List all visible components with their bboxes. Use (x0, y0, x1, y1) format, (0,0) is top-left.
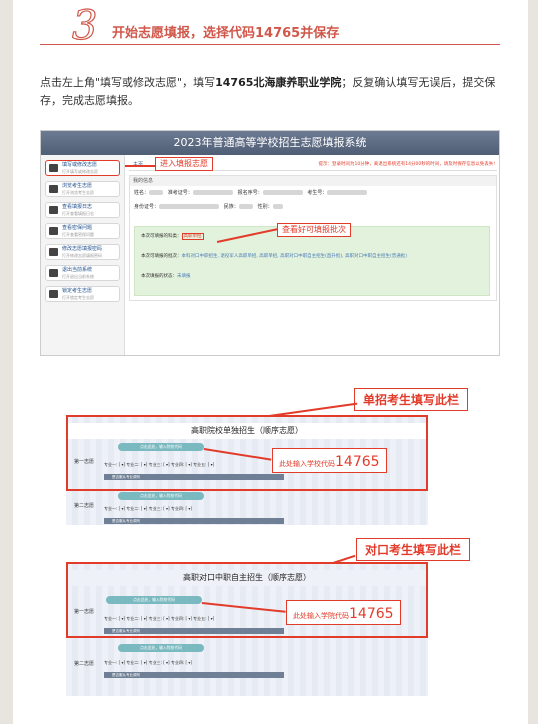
step-number: 3 (71, 3, 98, 49)
obey-adjust-bar-3[interactable]: 是否服从专业调剂 (104, 628, 284, 634)
instruction-text: 点击左上角"填写或修改志愿"，填写14765北海康养职业学院；反复确认填写无误后… (40, 74, 502, 110)
value: 本科对口中职招生, 退役军人高职单招, 高职单招, 高职对口中职自主招生(直升批… (181, 254, 407, 259)
major-select-row-1[interactable]: 专业一: [ ▾] 专业二: [ ▾] 专业三: [ ▾] 专业四: [ ▾] … (104, 462, 215, 467)
code-hint: 此处输入学校代码 (279, 460, 335, 468)
shield-icon (49, 290, 58, 298)
field-nation: 民族： (223, 204, 239, 210)
green-row-3: 本次填报的状态：未填报 (135, 267, 489, 287)
sidebar-item-label: 退出当前系统 (62, 267, 93, 273)
panel-title: 我的信息 (130, 176, 496, 186)
obey-adjust-bar-1[interactable]: 是否服从专业调剂 (104, 474, 284, 480)
code-value: 14765 (349, 606, 394, 622)
frame-right (528, 0, 538, 724)
sidebar-item-5[interactable]: 退出当前系统打开退出当前系统 (45, 265, 120, 281)
step-title: 开始志愿填报，选择代码14765并保存 (112, 26, 340, 41)
sidebar-item-4[interactable]: 修改志愿填报密码打开修改志愿填报密码 (45, 244, 120, 260)
sidebar-item-label: 浏览考生志愿 (62, 183, 93, 189)
school-code-input-2[interactable]: 点击此处，输入院校代码 (118, 492, 204, 500)
value: 高职单招 (181, 233, 204, 240)
sidebar-item-0[interactable]: 填写或修改志愿打开填写或修改志愿 (45, 160, 120, 176)
callout-enter: 进入填报志愿 (155, 157, 213, 171)
window-title: 2023年普通高等学校招生志愿填报系统 (41, 131, 499, 155)
monitor-icon (49, 185, 58, 193)
section1-title: 高职院校单独招生（顺序志愿） (68, 423, 426, 439)
info-panel: 我的信息 姓名： 准考证号： 报名序号： 考生号： 身份证号： 民族： 性别： … (129, 175, 497, 301)
step-header: 3 开始志愿填报，选择代码14765并保存 (40, 3, 500, 49)
timeout-hint: 提示：登录时间为10分钟，离退出系统还有14分00秒的时间，请及时保存信息以免丢… (318, 162, 495, 167)
code-hint: 此处输入学院代码 (293, 612, 349, 620)
sidebar-item-sub: 打开修改志愿填报密码 (62, 253, 102, 258)
field-name: 姓名： (134, 190, 150, 196)
field-gender: 性别： (257, 204, 273, 210)
sidebar-item-1[interactable]: 浏览考生志愿打开浏览考生志愿 (45, 181, 120, 197)
obey-adjust-bar-4[interactable]: 是否服从专业调剂 (104, 672, 284, 678)
field-id-no: 身份证号： (134, 204, 160, 210)
sidebar-item-2[interactable]: 查看填报日志打开查看填报日志 (45, 202, 120, 218)
sidebar-item-sub: 打开查看填报日志 (62, 211, 94, 216)
section2-box (66, 562, 428, 638)
info-row-1: 姓名： 准考证号： 报名序号： 考生号： (130, 186, 496, 200)
sidebar-item-label: 查看密保问题 (62, 225, 93, 231)
section2-title: 高职对口中职自主招生（顺序志愿） (68, 570, 426, 586)
sidebar-item-label: 查看填报日志 (62, 204, 93, 210)
sidebar-item-sub: 打开浏览考生志愿 (62, 190, 94, 195)
major-select-row-3[interactable]: 专业一: [ ▾] 专业二: [ ▾] 专业三: [ ▾] 专业四: [ ▾] … (104, 616, 215, 621)
label: 本次可填报的批次： (141, 254, 182, 259)
info-row-2: 身份证号： 民族： 性别： (130, 200, 496, 214)
sidebar: 填写或修改志愿打开填写或修改志愿浏览考生志愿打开浏览考生志愿查看填报日志打开查看… (41, 155, 125, 355)
edit-icon (49, 164, 58, 172)
screenshot-system-home: 2023年普通高等学校招生志愿填报系统 填写或修改志愿打开填写或修改志愿浏览考生… (40, 130, 500, 356)
code-value: 14765 (335, 454, 380, 470)
sidebar-item-sub: 打开退出当前系统 (62, 274, 94, 279)
banner-single: 单招考生填写此栏 (354, 388, 469, 411)
instruction-part1: 点击左上角"填写或修改志愿"，填写 (40, 76, 216, 89)
field-exam-no: 准考证号： (167, 190, 193, 196)
sidebar-item-label: 锁定考生志愿 (62, 288, 93, 294)
section1-box (66, 415, 428, 491)
instruction-bold: 14765北海康养职业学院 (215, 76, 342, 89)
exit-icon (49, 269, 58, 277)
callout-batch: 查看好可填报批次 (277, 223, 351, 237)
sidebar-item-sub: 打开填写或修改志愿 (62, 169, 98, 174)
sidebar-item-label: 修改志愿填报密码 (62, 246, 103, 252)
value: 未填报 (177, 274, 191, 279)
school-code-input-3[interactable]: 点击此处，输入院校代码 (106, 596, 202, 604)
sidebar-item-sub: 打开查看密保问题 (62, 232, 94, 237)
instruction-part2: ；反复确认填写无误后，提交保存，完成志愿填报。 (40, 76, 496, 107)
label: 本次填报的状态： (141, 274, 177, 279)
divider (40, 44, 500, 45)
frame-left (0, 0, 13, 724)
lock-icon (49, 248, 58, 256)
obey-adjust-bar-2[interactable]: 是否服从专业调剂 (104, 518, 284, 524)
row2-label: 第二志愿 (74, 661, 95, 667)
field-signup-no: 报名序号： (237, 190, 263, 196)
sidebar-item-sub: 打开锁定考生志愿 (62, 295, 94, 300)
field-student-no: 考生号： (307, 190, 328, 196)
list-icon (49, 206, 58, 214)
banner-counterpart: 对口考生填写此栏 (356, 538, 471, 561)
school-code-input-1[interactable]: 点击此处，输入院校代码 (118, 443, 204, 451)
chat-icon (49, 227, 58, 235)
row2-label: 第二志愿 (74, 503, 95, 509)
green-row-1: 本次可填报的科类：高职单招 (135, 227, 489, 247)
sidebar-item-label: 填写或修改志愿 (62, 162, 98, 168)
code-callout-1: 此处输入学校代码14765 (272, 448, 387, 473)
major-select-row-4[interactable]: 专业一: [ ▾] 专业二: [ ▾] 专业三: [ ▾] 专业四: [ ▾] (104, 660, 192, 665)
code-callout-2: 此处输入学院代码14765 (286, 600, 401, 625)
school-code-input-4[interactable]: 点击此处，输入院校代码 (118, 644, 204, 652)
major-select-row-2[interactable]: 专业一: [ ▾] 专业二: [ ▾] 专业三: [ ▾] 专业四: [ ▾] (104, 506, 192, 511)
sidebar-item-6[interactable]: 锁定考生志愿打开锁定考生志愿 (45, 286, 120, 302)
green-row-2: 本次可填报的批次：本科对口中职招生, 退役军人高职单招, 高职单招, 高职对口中… (135, 247, 489, 267)
row1-label: 第一志愿 (74, 459, 95, 465)
batch-info-box: 本次可填报的科类：高职单招 本次可填报的批次：本科对口中职招生, 退役军人高职单… (134, 226, 490, 296)
label: 本次可填报的科类： (141, 234, 182, 239)
main-area: 主页 提示：登录时间为10分钟，离退出系统还有14分00秒的时间，请及时保存信息… (129, 159, 497, 353)
sidebar-item-3[interactable]: 查看密保问题打开查看密保问题 (45, 223, 120, 239)
row1-label: 第一志愿 (74, 609, 95, 615)
arrow (125, 165, 155, 167)
